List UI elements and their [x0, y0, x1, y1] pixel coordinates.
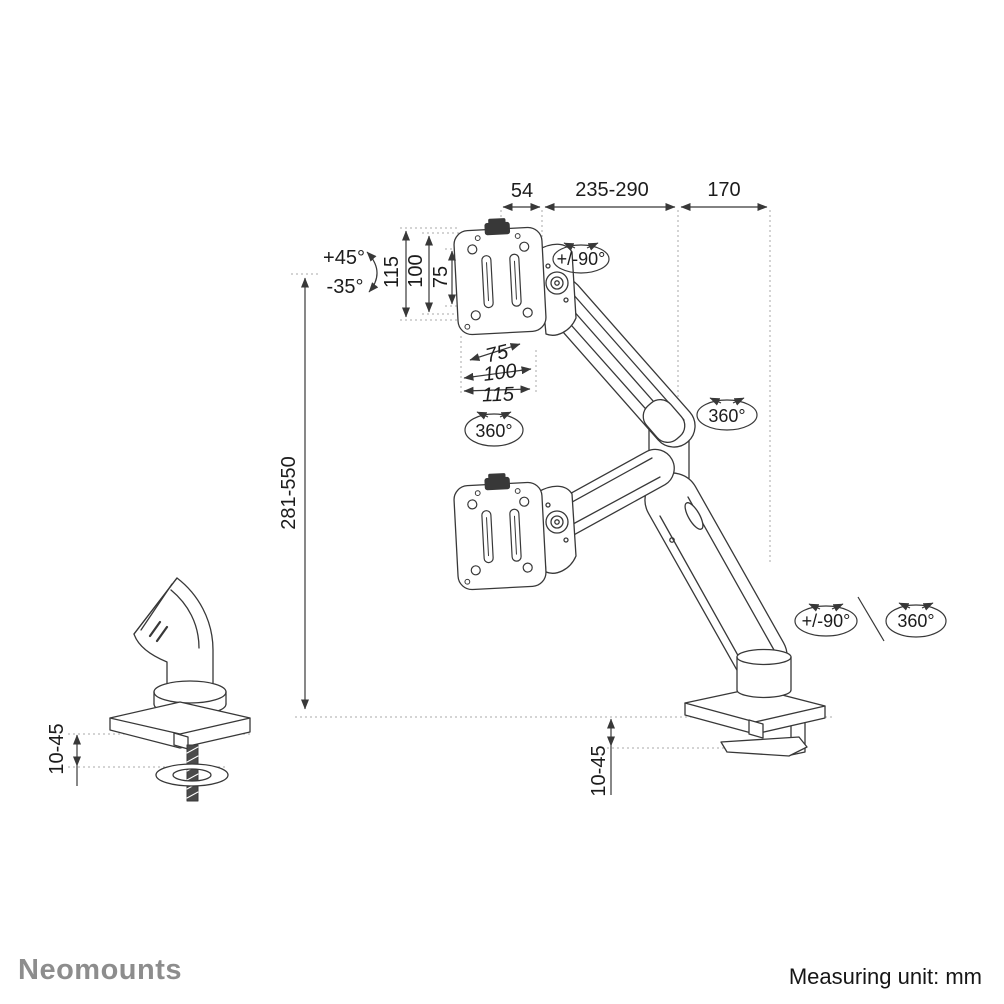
dim-vesa-height-115: 115 — [381, 256, 403, 288]
upper-arm-raised — [540, 277, 696, 448]
arm-rotation-right-label: 360° — [708, 406, 746, 426]
tilt-up-label: +45° — [323, 247, 365, 269]
tilt-down-label: -35° — [326, 276, 364, 298]
grommet-washer — [155, 763, 229, 787]
base-rotation-oval — [885, 604, 947, 638]
dim-vesa-height-75: 75 — [430, 265, 452, 289]
desk-clamp-base — [684, 687, 826, 757]
dim-vesa-width-100: 100 — [482, 360, 518, 386]
dim-desk-thickness-left: 10-45 — [46, 723, 68, 775]
head-swivel-label: +/-90° — [556, 249, 606, 269]
base-swivel-oval — [794, 605, 858, 637]
head-swivel-oval — [552, 244, 610, 274]
dim-54: 54 — [510, 180, 534, 202]
measuring-unit-note: Measuring unit: mm — [788, 964, 982, 989]
neomounts-logo: Neomounts — [18, 954, 182, 986]
dim-desk-thickness-center: 10-45 — [588, 745, 610, 797]
vesa-head-raised — [537, 243, 577, 336]
vesa-head-lowered — [537, 485, 577, 574]
arm-rotation-left-oval — [464, 413, 524, 447]
dim-170: 170 — [707, 179, 741, 201]
dimension-lines — [73, 203, 768, 795]
dim-height-range: 281-550 — [278, 456, 300, 530]
arm-rotation-left-label: 360° — [475, 421, 513, 441]
arm-rotation-right-oval — [696, 399, 758, 431]
grommet-mount-drawing — [109, 577, 251, 802]
threaded-rod — [186, 744, 199, 802]
base-rotation-label: 360° — [897, 611, 935, 631]
base-swivel-label: +/-90° — [801, 611, 851, 631]
rotation-ovals — [464, 242, 947, 642]
base-post — [736, 648, 792, 699]
monitor-arm-drawing — [452, 216, 826, 757]
dim-vesa-width-115: 115 — [481, 383, 515, 407]
dim-235-290: 235-290 — [575, 179, 649, 201]
divider-slash — [857, 596, 885, 642]
dim-vesa-height-100: 100 — [405, 254, 427, 288]
